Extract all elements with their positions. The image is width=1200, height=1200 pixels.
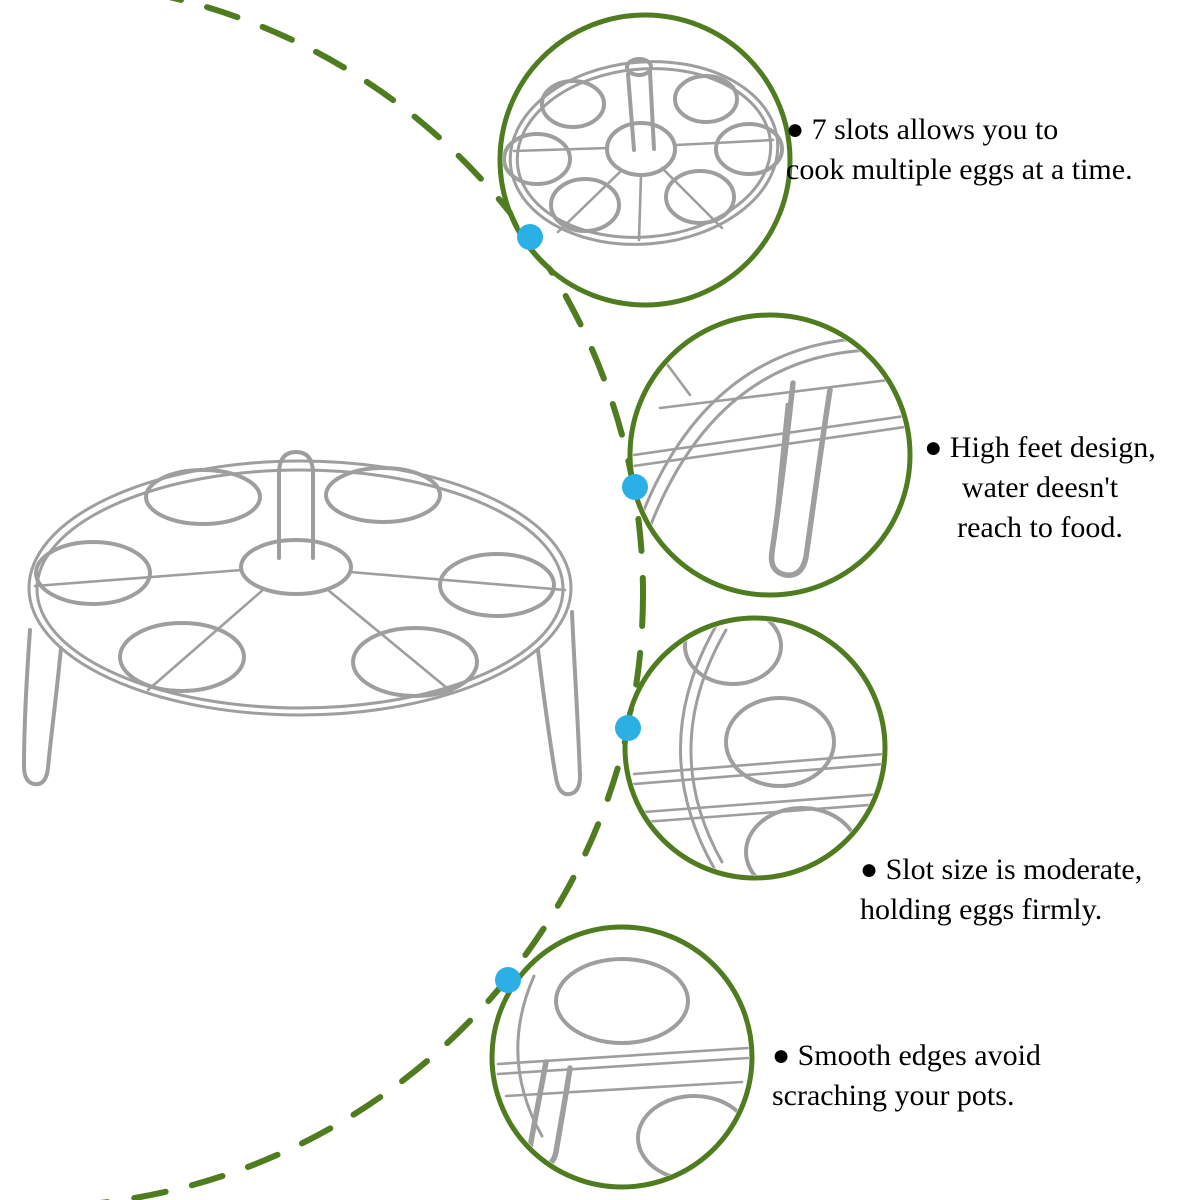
feature-line: ● High feet design, bbox=[924, 431, 1156, 464]
detail-smooth-edges bbox=[496, 957, 749, 1182]
feature-note-smooth-edges: ● Smooth edges avoid scraching your pots… bbox=[772, 1036, 1041, 1116]
feature-note-slots: ● 7 slots allows you to cook multiple eg… bbox=[786, 110, 1133, 190]
detail-circle-1 bbox=[497, 12, 793, 308]
rack-handle bbox=[277, 449, 315, 560]
feature-line: water deesn't bbox=[961, 471, 1119, 504]
connector-dot-icon bbox=[495, 967, 521, 993]
feature-line: scraching your pots. bbox=[772, 1079, 1015, 1112]
feature-note-slot-size: ● Slot size is moderate, holding eggs fi… bbox=[860, 850, 1142, 930]
rack-rim bbox=[27, 459, 573, 717]
feature-line: holding eggs firmly. bbox=[860, 893, 1103, 926]
rack-spokes bbox=[33, 568, 567, 695]
rack-legs bbox=[21, 610, 583, 797]
connector-dot-icon bbox=[622, 474, 648, 500]
egg-slot-rings bbox=[34, 466, 556, 698]
main-product-drawing bbox=[21, 449, 583, 797]
connector-dot-icon bbox=[517, 224, 543, 250]
connector-dot-icon bbox=[615, 715, 641, 741]
detail-top-view bbox=[503, 57, 784, 246]
detail-circle-4 bbox=[489, 924, 755, 1190]
feature-line: ● 7 slots allows you to bbox=[786, 113, 1059, 146]
detail-circle-3 bbox=[622, 615, 888, 881]
dashed-guide-circle bbox=[98, 0, 646, 1200]
feature-line: ● Slot size is moderate, bbox=[860, 853, 1143, 886]
feature-line: cook multiple eggs at a time. bbox=[786, 153, 1133, 186]
feature-line: reach to food. bbox=[957, 511, 1123, 544]
detail-circle-borders bbox=[489, 12, 913, 1190]
feature-line: ● Smooth edges avoid bbox=[772, 1039, 1041, 1072]
connector-dots bbox=[495, 224, 648, 993]
detail-high-feet bbox=[633, 336, 907, 578]
feature-note-high-feet: ● High feet design, water deesn't reach … bbox=[905, 428, 1175, 548]
detail-circle-2 bbox=[627, 312, 913, 598]
detail-drawings bbox=[496, 57, 907, 1182]
